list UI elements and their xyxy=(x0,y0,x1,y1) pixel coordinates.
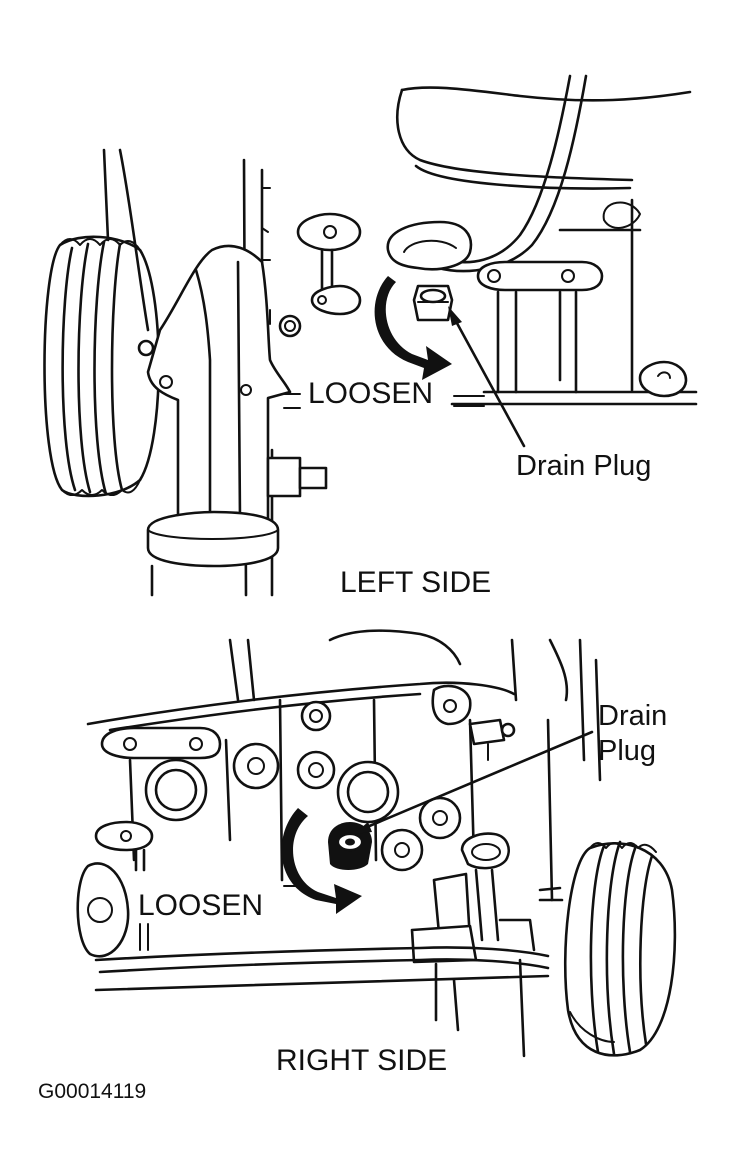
left-loosen-arrow xyxy=(374,276,452,380)
right-bosses xyxy=(144,684,510,872)
right-drain-plug xyxy=(328,822,372,870)
figure-id: G00014119 xyxy=(38,1080,146,1103)
right-drain-callout-line1: Drain xyxy=(598,700,667,732)
right-loosen-arrow xyxy=(281,808,362,914)
right-loosen-label: LOOSEN xyxy=(138,889,263,922)
right-side-caption: RIGHT SIDE xyxy=(276,1044,447,1077)
left-pulley xyxy=(43,235,161,498)
left-loosen-label: LOOSEN xyxy=(308,377,433,410)
left-side-panel: LOOSEN Drain Plug LEFT SIDE xyxy=(43,74,698,599)
left-side-caption: LEFT SIDE xyxy=(340,566,491,599)
right-drain-callout-line2: Plug xyxy=(598,735,656,767)
left-drain-plug-callout: Drain Plug xyxy=(516,450,651,482)
left-drain-plug xyxy=(412,284,454,322)
right-pulley xyxy=(538,840,677,1057)
left-outlet-housing xyxy=(146,244,328,597)
right-side-panel: LOOSEN Drain Plug RIGHT SIDE xyxy=(76,629,677,1077)
